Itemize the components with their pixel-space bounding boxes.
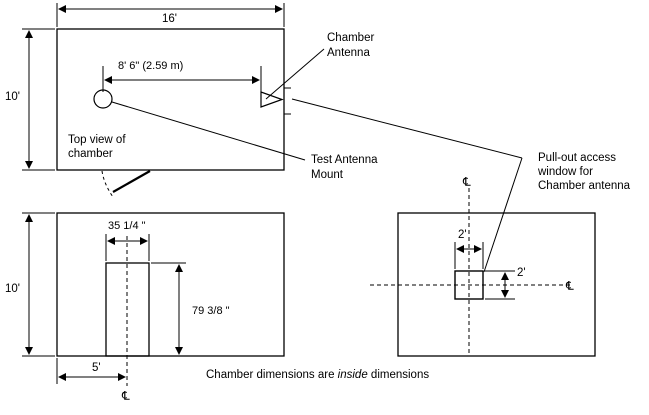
front-view <box>22 212 285 386</box>
door-offset-label: 5' <box>92 362 101 374</box>
caption: Chamber dimensions are inside dimensions <box>206 369 429 381</box>
pullout-leader-top <box>291 98 523 159</box>
top-height-label: 10' <box>5 91 20 103</box>
top-view <box>22 3 523 273</box>
top-view-label-line1: Top view of <box>68 134 126 146</box>
door-swing-arc <box>101 170 114 198</box>
pullout-label-line2: window for <box>537 166 593 178</box>
vertical-centerline-symbol: ℄ <box>462 175 471 189</box>
window-height-label: 2' <box>517 267 526 279</box>
chamber-antenna-label-line1: Chamber <box>327 32 374 44</box>
bottom-height-label: 10' <box>5 283 20 295</box>
chamber-antenna-icon <box>260 91 284 108</box>
caption-text-start: Chamber dimensions are <box>206 369 338 381</box>
door-leaf <box>112 170 151 193</box>
front-view-chamber-outline <box>56 212 285 357</box>
pullout-label-line1: Pull-out access <box>538 152 616 164</box>
back-view <box>370 188 596 357</box>
caption-text-end: dimensions <box>368 369 430 381</box>
door-width-label: 35 1/4 " <box>108 220 146 232</box>
chamber-antenna-leader <box>265 48 325 100</box>
separation-label: 8' 6" (2.59 m) <box>118 60 183 72</box>
test-antenna-label-line2: Mount <box>311 169 344 181</box>
access-window-outline <box>454 270 484 300</box>
test-antenna-mount-icon <box>93 89 113 109</box>
window-width-label: 2' <box>458 229 467 241</box>
pullout-leader-bottom <box>483 157 523 273</box>
top-view-chamber-outline <box>56 28 285 171</box>
pullout-label-line3: Chamber antenna <box>538 180 631 192</box>
door-height-label: 79 3/8 " <box>192 305 230 317</box>
caption-emphasis: inside <box>338 369 368 381</box>
chamber-antenna-label-line2: Antenna <box>327 47 370 59</box>
width-label: 16' <box>162 13 177 25</box>
horizontal-centerline-symbol: ℄ <box>565 279 574 293</box>
top-view-label-line2: chamber <box>68 148 113 160</box>
test-antenna-leader <box>111 101 306 161</box>
test-antenna-label-line1: Test Antenna <box>311 154 378 166</box>
door-centerline-symbol: ℄ <box>121 389 130 403</box>
